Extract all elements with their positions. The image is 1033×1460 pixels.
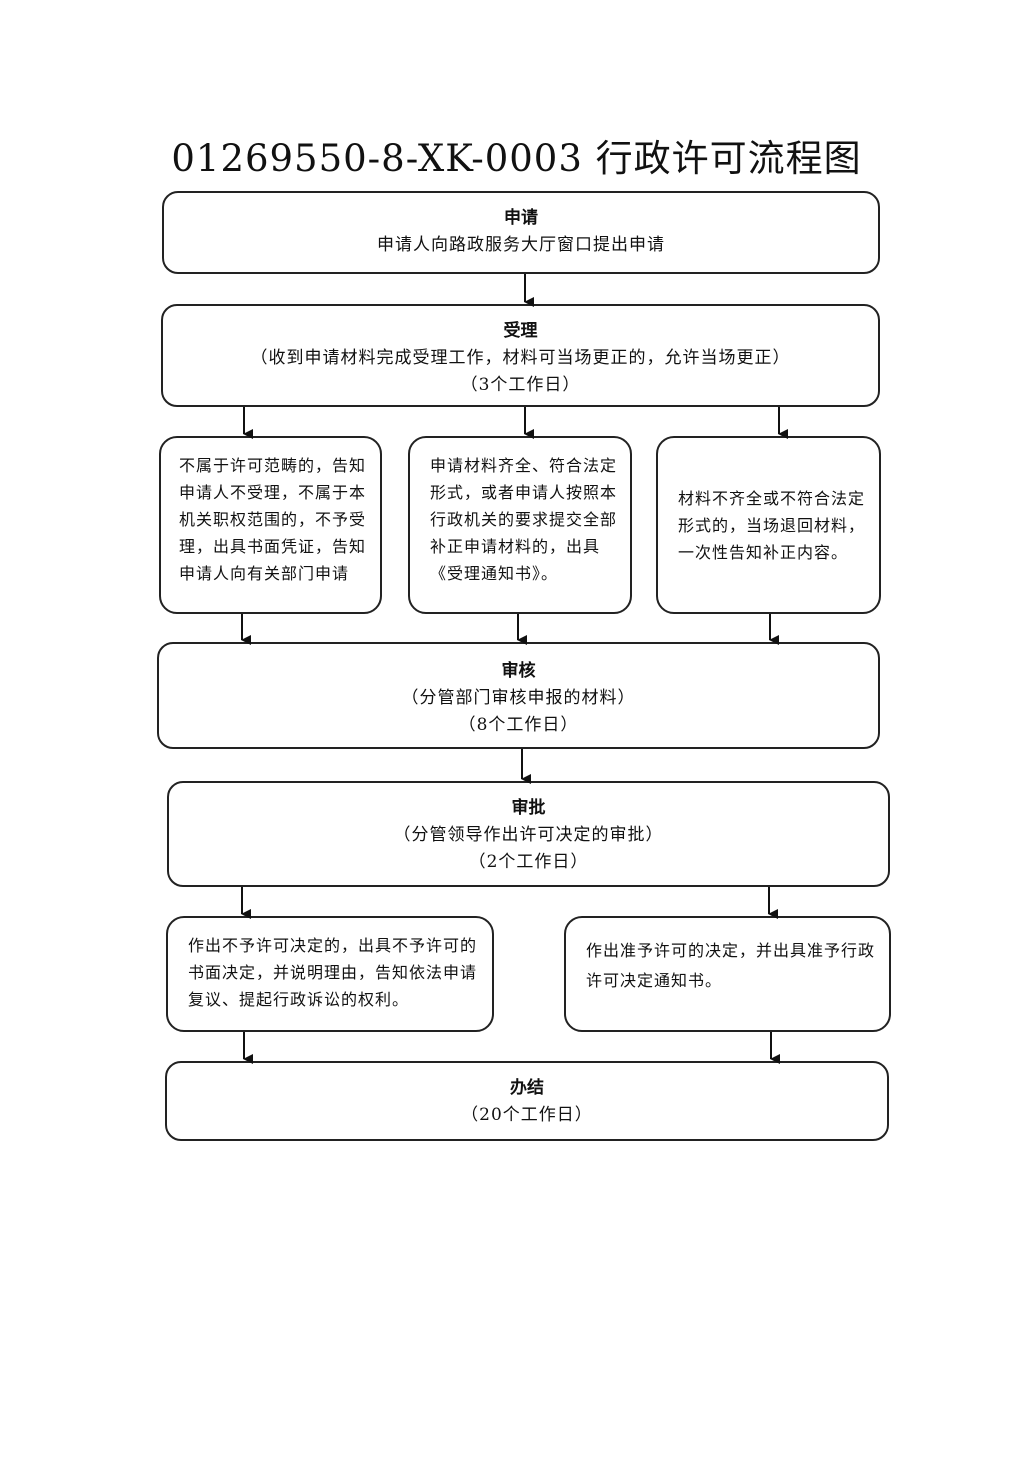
step-accept-text: （收到申请材料完成受理工作，材料可当场更正的，允许当场更正） <box>250 348 791 368</box>
branch-denied: 作出不予许可决定的，出具不予许可的书面决定，并说明理由，告知依法申请复议、提起行… <box>166 916 494 1032</box>
step-approve: 审批 （分管领导作出许可决定的审批） （2个工作日） <box>167 781 890 887</box>
step-review-heading: 审核 <box>501 661 536 681</box>
step-finish: 办结 （20个工作日） <box>165 1061 889 1141</box>
step-review: 审核 （分管部门审核申报的材料） （8个工作日） <box>157 642 880 749</box>
step-accept: 受理 （收到申请材料完成受理工作，材料可当场更正的，允许当场更正） （3个工作日… <box>161 304 880 407</box>
step-approve-duration: （2个工作日） <box>468 852 589 872</box>
step-review-text: （分管部门审核申报的材料） <box>401 688 636 708</box>
branch-not-accepted: 不属于许可范畴的，告知申请人不受理，不属于本机关职权范围的，不予受理，出具书面凭… <box>159 436 382 614</box>
step-accept-heading: 受理 <box>503 321 538 341</box>
step-apply: 申请 申请人向路政服务大厅窗口提出申请 <box>162 191 880 274</box>
branch-accepted: 申请材料齐全、符合法定形式，或者申请人按照本行政机关的要求提交全部补正申请材料的… <box>408 436 632 614</box>
step-approve-heading: 审批 <box>511 798 546 818</box>
step-apply-heading: 申请 <box>504 208 538 228</box>
branch-incomplete-text: 材料不齐全或不符合法定形式的，当场退回材料，一次性告知补正内容。 <box>678 488 866 562</box>
page-title: 01269550-8-XK-0003 行政许可流程图 <box>171 137 862 180</box>
step-approve-text: （分管领导作出许可决定的审批） <box>393 825 664 845</box>
step-apply-text: 申请人向路政服务大厅窗口提出申请 <box>377 235 665 255</box>
step-finish-heading: 办结 <box>510 1078 544 1098</box>
branch-granted: 作出准予许可的决定，并出具准予行政许可决定通知书。 <box>564 916 891 1032</box>
branch-incomplete: 材料不齐全或不符合法定形式的，当场退回材料，一次性告知补正内容。 <box>656 436 881 614</box>
step-review-duration: （8个工作日） <box>458 715 579 735</box>
step-finish-duration: （20个工作日） <box>461 1105 593 1125</box>
step-accept-duration: （3个工作日） <box>460 375 581 395</box>
